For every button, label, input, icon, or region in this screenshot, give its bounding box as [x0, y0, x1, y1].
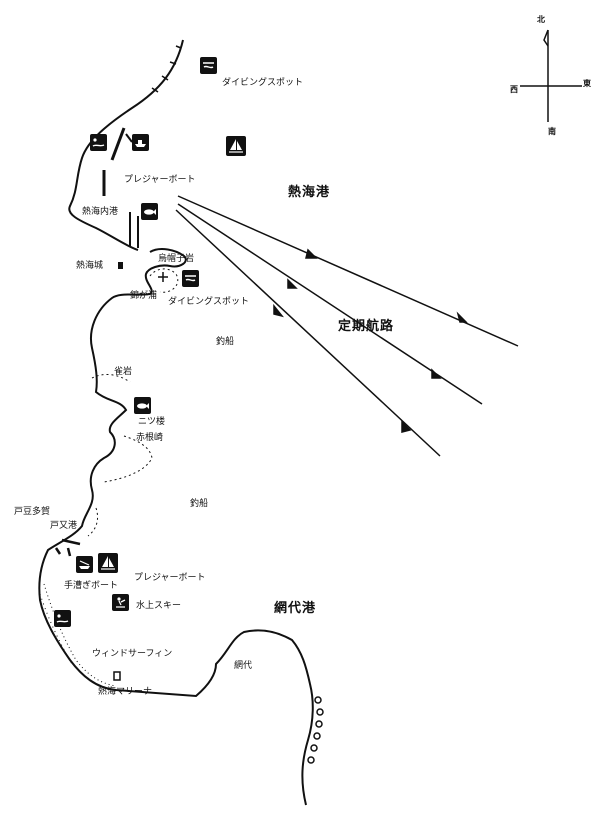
label-atami-inner-port: 熱海内港 — [82, 207, 119, 217]
reef-dots — [103, 435, 153, 483]
label-futatsuiwa: ニツ楼 — [138, 417, 166, 427]
sailboat-icon — [226, 136, 246, 156]
shore-rocks — [307, 696, 324, 764]
label-akanezaki: 赤根崎 — [136, 433, 164, 443]
label-izusan: 戸豆多賀 — [14, 507, 51, 517]
compass-south: 南 — [548, 127, 556, 136]
sailboat-icon — [98, 553, 118, 573]
compass-east: 東 — [583, 79, 591, 88]
breakwater — [125, 133, 133, 143]
label-water-ski: 水上スキー — [136, 601, 182, 611]
label-ajiro-port: 網代港 — [274, 601, 317, 616]
ferry-routes — [175, 195, 519, 457]
beach-dots — [43, 583, 117, 687]
compass-west: 西 — [510, 85, 518, 94]
compass-north: 北 — [537, 15, 545, 24]
label-rowing-boat: 手漕ぎボート — [64, 581, 119, 591]
label-fishing-2: 釣船 — [190, 499, 209, 509]
label-suzume-rock: 雀岩 — [114, 367, 133, 377]
fishing-icon — [141, 203, 158, 220]
label-fishing-1: 釣船 — [216, 337, 235, 347]
castle-marker — [118, 262, 123, 269]
label-ajiro: 網代 — [234, 661, 253, 671]
reef-dots — [149, 268, 179, 293]
breakwater — [54, 538, 81, 557]
label-atami-castle: 熱海城 — [76, 261, 104, 271]
label-atami-marina: 熱海マリーナ — [98, 687, 153, 697]
label-pleasure-boat-2: プレジャーボート — [134, 573, 206, 583]
label-diving-spot-1: ダイビングスポット — [222, 78, 304, 88]
beach-dots — [39, 593, 73, 665]
rock-marker — [158, 272, 168, 282]
label-tomata-port: 戸又港 — [50, 521, 78, 531]
label-pleasure-boat-1: プレジャーボート — [124, 175, 196, 185]
label-nishikigaura: 錦が浦 — [130, 291, 158, 301]
label-windsurfing: ウィンドサーフィン — [92, 649, 173, 659]
label-diving-spot-2: ダイビングスポット — [168, 297, 250, 307]
diving-icon — [182, 270, 199, 287]
cliff-ticks — [151, 45, 182, 93]
compass-rose — [520, 29, 582, 122]
coastline — [38, 39, 314, 806]
breakwater — [110, 127, 126, 161]
pleasure-boat-icon — [132, 134, 149, 151]
reef-dots — [91, 374, 131, 383]
swimming-icon — [90, 134, 107, 151]
marina-marker — [113, 671, 121, 681]
swimming-icon — [54, 610, 71, 627]
diving-icon — [200, 57, 217, 74]
water-ski-icon — [112, 594, 129, 611]
fishing-icon — [134, 397, 151, 414]
label-eboshi-rock: 烏帽子岩 — [158, 254, 195, 264]
label-atami-port: 熱海港 — [288, 185, 331, 200]
reef-dots — [87, 507, 99, 537]
label-regular-route: 定期航路 — [338, 319, 395, 334]
rowing-boat-icon — [76, 556, 93, 573]
